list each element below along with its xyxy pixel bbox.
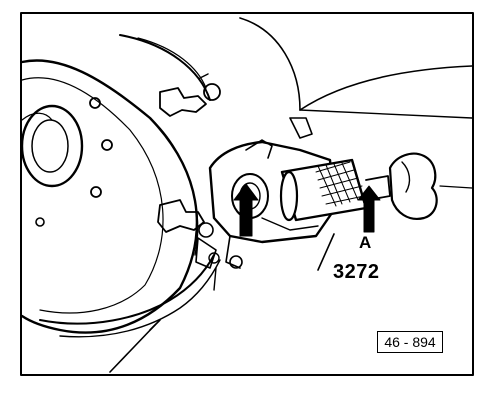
figure-number: 46 - 894 [384, 334, 436, 350]
arrow-icons [233, 183, 381, 237]
special-tool-3272-icon [279, 158, 391, 222]
clamp-knob-icon [388, 152, 473, 220]
brake-disc-icon [20, 59, 199, 334]
callout-tool-3272: 3272 [333, 261, 380, 283]
upper-bracket [159, 73, 221, 117]
figure-number-box: 46 - 894 [377, 331, 443, 353]
callout-a: A [359, 233, 372, 252]
tool-leader-line [317, 233, 335, 271]
lower-bracket [157, 199, 214, 238]
backing-plate [39, 34, 221, 373]
figure-frame [20, 12, 474, 376]
steering-knuckle [239, 17, 473, 139]
